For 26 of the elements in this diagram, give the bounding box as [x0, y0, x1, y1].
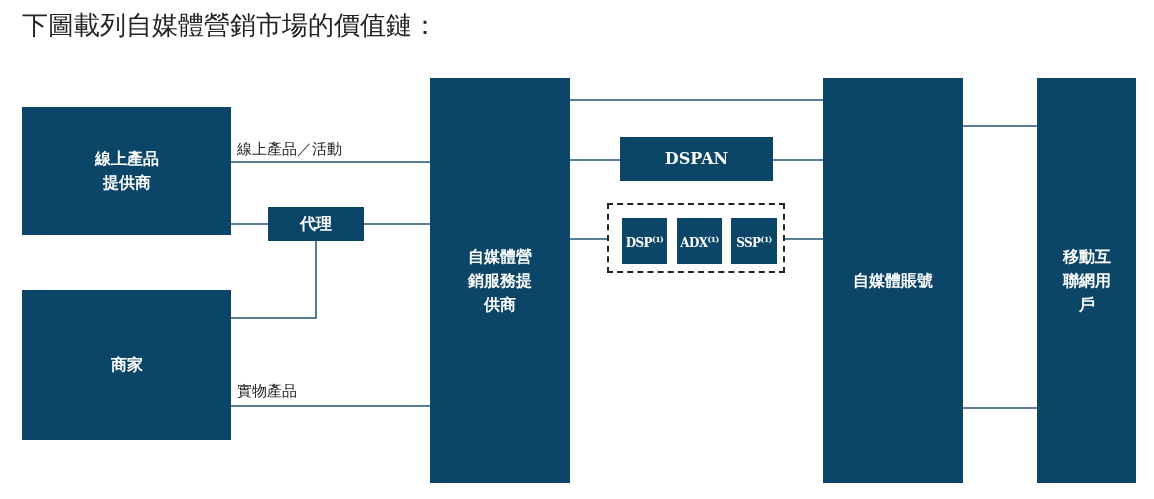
edge-label: 線上產品／活動 [235, 140, 344, 159]
process-box: 自媒體營銷服務提供商 [430, 78, 570, 483]
connector-line [962, 125, 1038, 127]
connector-line [784, 238, 824, 240]
process-box: 自媒體賬號 [823, 78, 963, 483]
heading: 下圖載列自媒體營銷市場的價值鏈： [22, 9, 438, 42]
connector-line [230, 161, 431, 163]
connector-line [962, 407, 1038, 409]
process-box: 商家 [22, 290, 231, 440]
connector-line [569, 99, 824, 101]
dashed-group-box [607, 203, 785, 273]
connector-line [772, 159, 824, 161]
process-box: 代理 [268, 207, 364, 241]
connector-line [230, 405, 431, 407]
connector-line [363, 223, 431, 225]
process-box: SSP$^{(1)}$ [731, 218, 777, 264]
process-box: DSPAN [620, 137, 773, 181]
process-box: DSP$^{(1)}$ [622, 218, 667, 264]
process-box: ADX$^{(1)}$ [677, 218, 722, 264]
process-box: 移動互聯網用戶 [1037, 78, 1136, 483]
connector-line [230, 240, 317, 319]
edge-label: 實物產品 [235, 382, 299, 401]
connector-line [230, 223, 269, 225]
connector-line [569, 159, 621, 161]
connector-line [569, 238, 608, 240]
process-box: 線上產品提供商 [22, 107, 231, 235]
